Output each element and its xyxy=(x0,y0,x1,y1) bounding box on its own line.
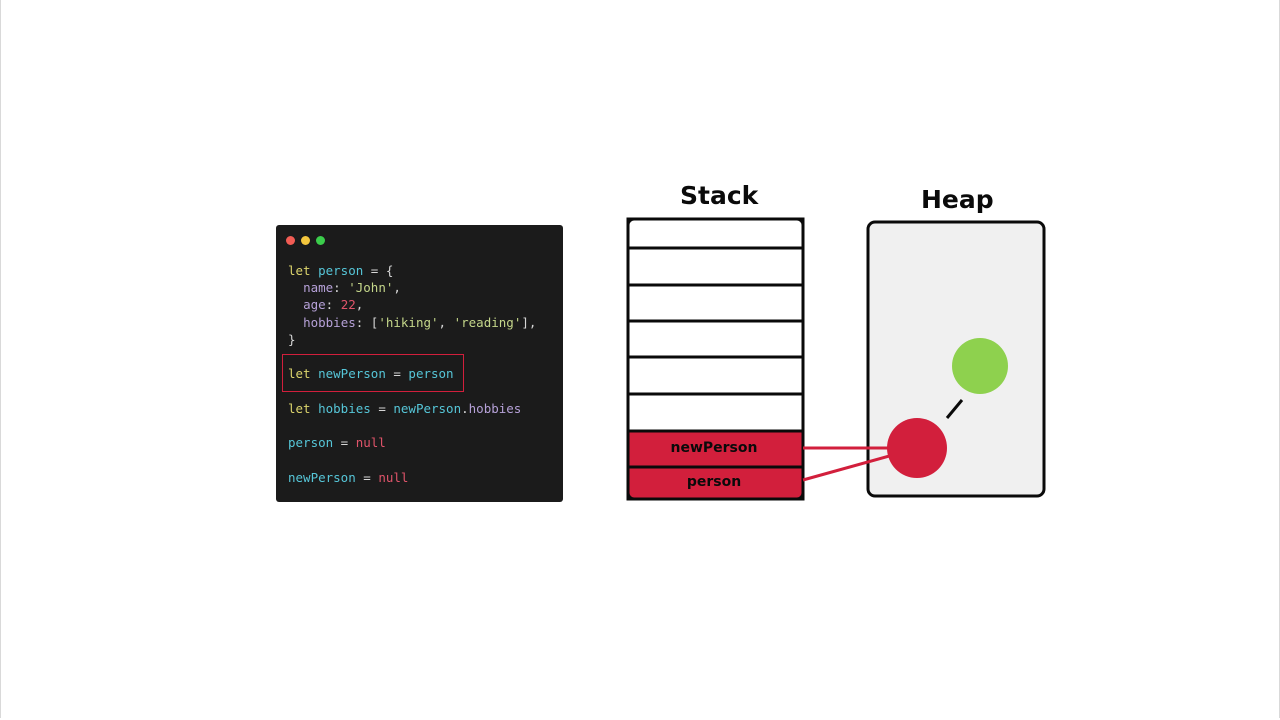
stack-column xyxy=(626,217,805,501)
code-token: , xyxy=(438,315,454,330)
code-token: . xyxy=(461,401,469,416)
code-line: } xyxy=(288,332,296,348)
code-token: } xyxy=(288,332,296,347)
code-token: let xyxy=(288,366,319,381)
code-window xyxy=(276,225,563,502)
code-token: hobbies xyxy=(468,401,522,416)
code-token: let xyxy=(288,401,319,416)
code-token: = xyxy=(385,366,409,381)
code-token: person xyxy=(408,366,454,381)
code-line: let newPerson = person xyxy=(288,366,454,382)
code-line: name: 'John', xyxy=(288,280,401,296)
code-line: hobbies: ['hiking', 'reading'], xyxy=(288,315,536,331)
code-token: = xyxy=(355,470,379,485)
stack-border xyxy=(626,217,805,501)
code-token: = xyxy=(333,435,356,450)
code-token: ], xyxy=(521,315,537,330)
code-token: : xyxy=(333,280,349,295)
stack-slot-empty xyxy=(626,319,805,359)
code-token: hobbies xyxy=(318,401,371,416)
code-token: , xyxy=(393,280,401,295)
stack-title: Stack xyxy=(680,181,759,210)
code-token: newPerson xyxy=(393,401,462,416)
code-line: newPerson = null xyxy=(288,470,408,486)
code-token: : [ xyxy=(355,315,379,330)
maximize-dot xyxy=(316,236,325,245)
code-line: let hobbies = newPerson.hobbies xyxy=(288,401,521,417)
code-token: let xyxy=(288,263,319,278)
heap-title: Heap xyxy=(921,185,994,214)
close-dot xyxy=(286,236,295,245)
person-object-node xyxy=(887,418,947,478)
code-line: age: 22, xyxy=(288,297,363,313)
code-token: person xyxy=(288,435,334,450)
stack-slot-label: person xyxy=(686,474,742,490)
stack-slot-label: newPerson xyxy=(670,440,758,456)
minimize-dot xyxy=(301,236,310,245)
code-line: let person = { xyxy=(288,263,393,279)
code-token: hobbies xyxy=(303,315,356,330)
code-token: newPerson xyxy=(318,366,386,381)
code-token: 22 xyxy=(340,297,356,312)
code-token: person xyxy=(318,263,364,278)
code-token: name xyxy=(303,280,334,295)
code-token: age xyxy=(303,297,326,312)
code-token: null xyxy=(378,470,409,485)
code-token: : xyxy=(325,297,341,312)
code-token: = { xyxy=(363,263,394,278)
hobbies-array-node xyxy=(952,338,1008,394)
code-token: 'John' xyxy=(348,280,394,295)
code-token: 'reading' xyxy=(453,315,522,330)
highlighted-line-box xyxy=(282,354,464,392)
stack-slot-empty xyxy=(626,217,805,250)
code-token: null xyxy=(355,435,386,450)
code-token: , xyxy=(355,297,364,312)
code-token: = xyxy=(370,401,394,416)
stack-slot-empty xyxy=(626,392,805,433)
person-reference-line xyxy=(802,453,894,482)
code-token: newPerson xyxy=(288,470,356,485)
object-to-array-link xyxy=(945,399,964,419)
code-line: person = null xyxy=(288,435,386,451)
stack-slot-empty xyxy=(626,283,805,323)
code-token: 'hiking' xyxy=(378,315,439,330)
stack-slot-empty xyxy=(626,355,805,396)
stack-slot-empty xyxy=(626,246,805,287)
